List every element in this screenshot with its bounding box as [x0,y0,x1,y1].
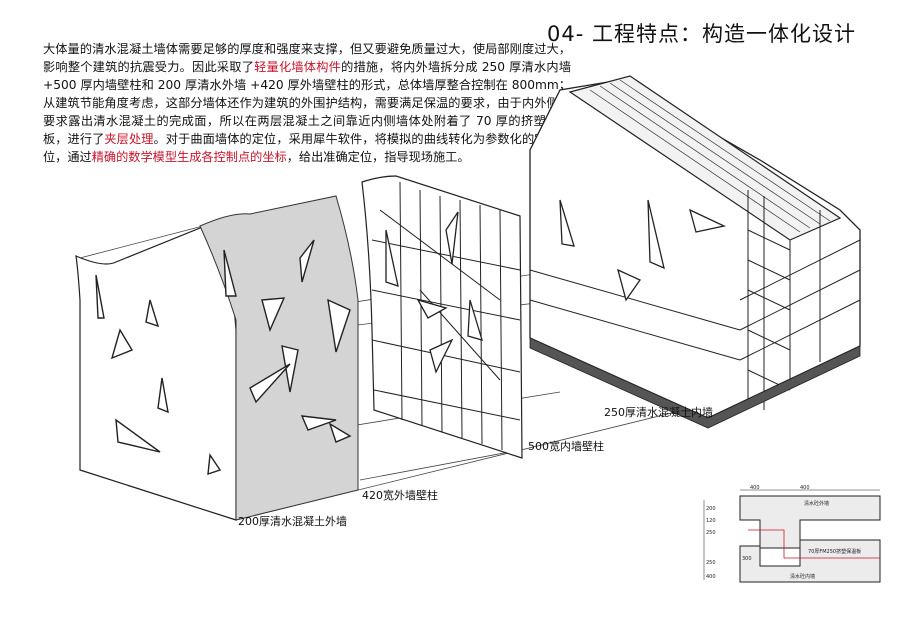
dim-400c: 400 [706,574,716,580]
dim-120: 120 [706,518,716,524]
highlight-sandwich-treatment: 夹层处理 [104,132,154,146]
paragraph-part-3: 。对于曲面墙体的定位，采用犀牛软件，将模拟的曲线转化为参数化的空间定位，通过 [43,132,571,164]
page-title: 04- 工程特点：构造一体化设计 [547,22,856,46]
outer-pilaster-panel [199,195,359,521]
label-inner-wall: 250厚清水混凝土内墙 [604,406,713,419]
wall-joint-detail: 400 400 300 200 120 250 250 400 清水砼外墙 70… [700,485,881,590]
paragraph-part-1: 大体量的清水混凝土墙体需要足够的厚度和强度来支撑，但又要避免质量过大，使局部刚度… [43,42,571,74]
highlight-lightweight-components: 轻量化墙体构件 [254,60,342,74]
dim-200: 200 [706,506,716,512]
detail-note-bottom: 清水砼内墙 [790,573,815,580]
label-outer-pilaster: 420宽外墙壁柱 [362,489,438,502]
highlight-math-model: 精确的数学模型生成各控制点的坐标 [91,150,287,164]
dim-300: 300 [742,556,752,562]
detail-note-right: 70厚FM250挤塑保温板 [808,548,861,555]
label-outer-wall: 200厚清水混凝土外墙 [238,515,347,528]
paragraph-part-2: 的措施，将内外墙拆分成 250 厚清水内墙 +500 厚内墙壁柱和 200 厚清… [43,60,572,146]
paragraph-part-4: ，给出准确定位，指导现场施工。 [286,150,470,164]
outer-wall-panel [75,223,237,521]
dim-250b: 250 [706,560,716,566]
label-inner-pilaster: 500宽内墙壁柱 [528,440,604,453]
detail-note-top: 清水砼外墙 [804,500,829,507]
building-section-model [529,75,861,429]
dim-250a: 250 [706,530,716,536]
dim-400b: 400 [800,485,810,491]
dim-400a: 400 [750,485,760,491]
description-paragraph: 大体量的清水混凝土墙体需要足够的厚度和强度来支撑，但又要避免质量过大，使局部刚度… [43,40,571,166]
inner-pilaster-panel [361,175,523,459]
